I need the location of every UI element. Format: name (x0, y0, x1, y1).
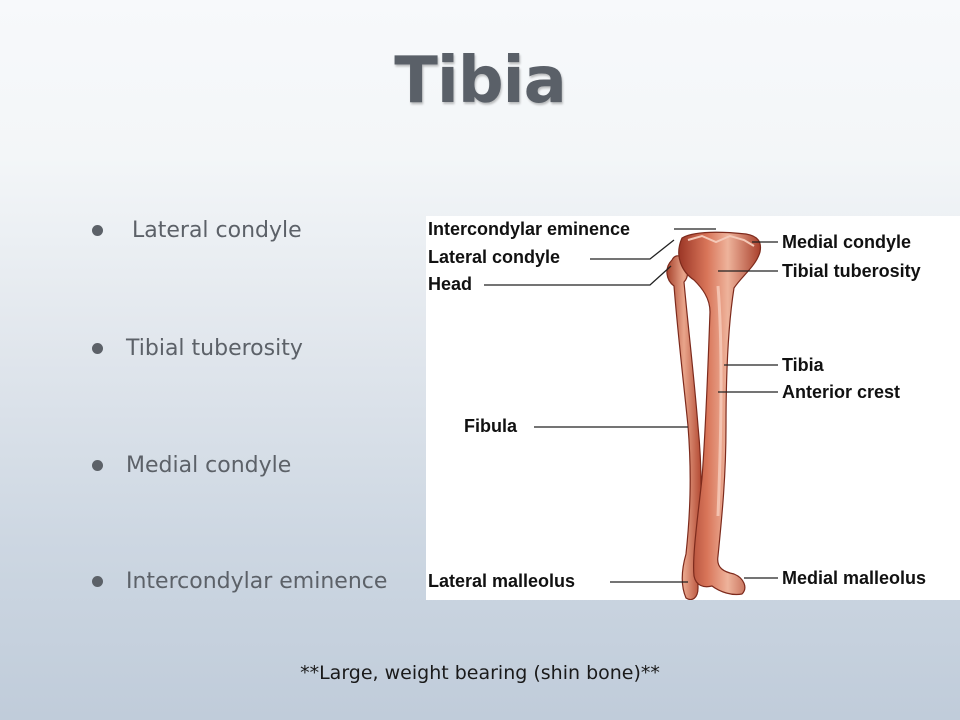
bullet-text: Medial condyle (126, 452, 292, 478)
bullet-dot-icon (92, 459, 103, 471)
tibia-fibula-illustration: Intercondylar eminence Lateral condyle H… (426, 216, 960, 600)
label-lateral-malleolus: Lateral malleolus (428, 571, 575, 591)
bullet-item: Medial condyle (92, 448, 422, 482)
label-tibial-tuberosity: Tibial tuberosity (782, 261, 921, 281)
leader-lines (484, 228, 778, 583)
label-anterior-crest: Anterior crest (782, 382, 900, 402)
anterior-crest-ridge (716, 285, 723, 517)
bullet-dot-icon (92, 575, 103, 587)
label-fibula: Fibula (464, 416, 518, 436)
anatomy-diagram: Intercondylar eminence Lateral condyle H… (428, 219, 926, 600)
fibula-bone (666, 255, 702, 600)
label-tibia: Tibia (782, 355, 825, 375)
bullet-dot-icon (92, 342, 103, 354)
label-medial-malleolus: Medial malleolus (782, 568, 926, 588)
bullet-item: Intercondylar eminence (92, 564, 422, 598)
bullet-item: Tibial tuberosity (92, 331, 422, 365)
label-intercondylar-eminence: Intercondylar eminence (428, 219, 630, 239)
label-medial-condyle: Medial condyle (782, 232, 911, 252)
label-lateral-condyle: Lateral condyle (428, 247, 560, 267)
slide-title: Tibia (394, 44, 567, 118)
condyle-highlight (687, 234, 755, 247)
bullet-dot-icon (92, 224, 103, 236)
bullet-text: Intercondylar eminence (126, 568, 388, 594)
bullet-text: Lateral condyle (132, 217, 302, 243)
bullet-text: Tibial tuberosity (126, 335, 303, 361)
bullet-item: Lateral condyle (92, 213, 422, 247)
footnote: **Large, weight bearing (shin bone)** (300, 662, 660, 684)
label-head: Head (428, 274, 472, 294)
